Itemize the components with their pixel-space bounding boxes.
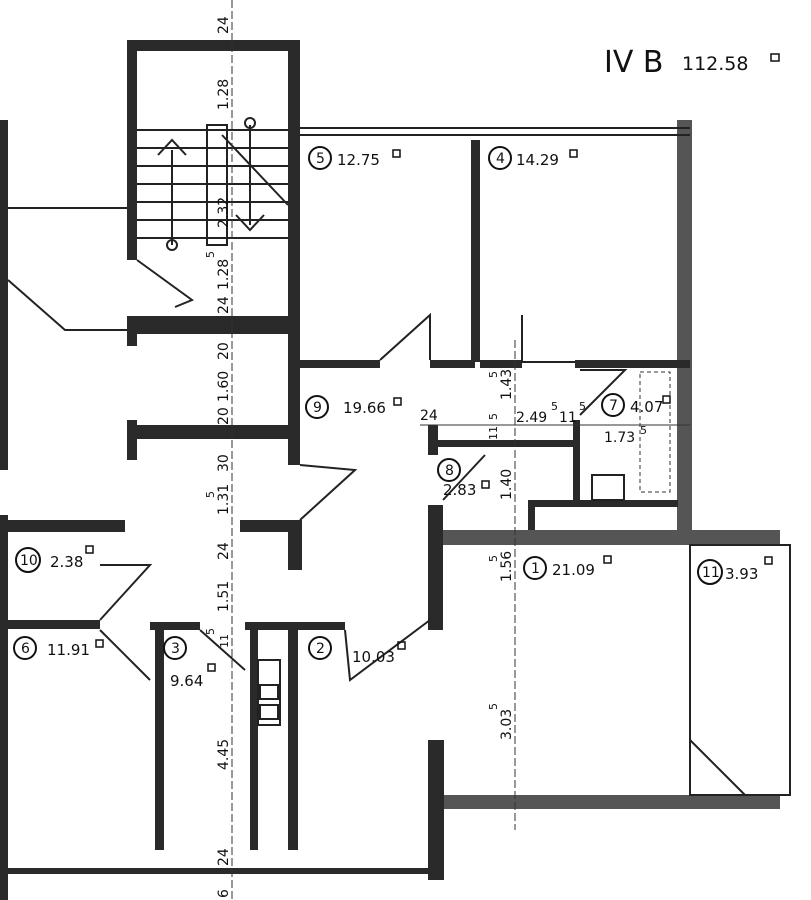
svg-text:11: 11 — [487, 426, 500, 440]
svg-text:9.64: 9.64 — [170, 672, 203, 690]
svg-text:24: 24 — [420, 408, 438, 424]
svg-text:1.73: 1.73 — [604, 430, 635, 446]
fixtures — [7, 117, 791, 796]
svg-text:2.83: 2.83 — [443, 481, 476, 499]
svg-text:4.45: 4.45 — [216, 739, 232, 770]
svg-text:5: 5 — [204, 491, 217, 498]
horizontal-dimensions: 24 2.49 5 11 5 1.73 5 — [420, 400, 647, 446]
room-3: 39.64 — [163, 636, 216, 690]
svg-text:5: 5 — [640, 424, 647, 437]
svg-text:1.56: 1.56 — [499, 551, 515, 582]
svg-text:3: 3 — [171, 641, 180, 657]
svg-text:24: 24 — [216, 848, 232, 866]
svg-text:20: 20 — [216, 342, 232, 360]
svg-text:5: 5 — [487, 371, 500, 378]
svg-text:14.29: 14.29 — [516, 151, 559, 169]
svg-text:4.07: 4.07 — [630, 398, 663, 416]
svg-text:12.75: 12.75 — [337, 151, 380, 169]
svg-text:2.49: 2.49 — [516, 410, 547, 426]
svg-text:2.32: 2.32 — [216, 197, 232, 228]
svg-text:7: 7 — [609, 398, 618, 414]
svg-text:30: 30 — [216, 454, 232, 472]
svg-text:24: 24 — [216, 296, 232, 314]
svg-text:19.66: 19.66 — [343, 399, 386, 417]
svg-text:9: 9 — [313, 400, 322, 416]
svg-text:11: 11 — [559, 410, 577, 426]
total-area: 112.58 — [682, 53, 748, 75]
svg-text:5: 5 — [551, 400, 558, 413]
svg-text:5: 5 — [316, 151, 325, 167]
svg-text:6: 6 — [216, 889, 232, 898]
svg-text:11: 11 — [702, 565, 720, 581]
svg-text:10: 10 — [20, 553, 38, 569]
dimension-lines — [231, 0, 690, 900]
svg-text:5: 5 — [487, 413, 500, 420]
walls — [0, 40, 780, 900]
svg-text:11.91: 11.91 — [47, 641, 90, 659]
stair-dimensions: 24 1.28 2.32 5 1.28 24 20 1.60 20 30 1.3… — [204, 16, 232, 898]
svg-text:1.28: 1.28 — [216, 259, 232, 290]
svg-text:20: 20 — [216, 407, 232, 425]
svg-text:3.93: 3.93 — [725, 565, 758, 583]
svg-text:1.40: 1.40 — [499, 469, 515, 500]
svg-text:1: 1 — [531, 561, 540, 577]
svg-text:1.31: 1.31 — [216, 484, 232, 515]
svg-text:8: 8 — [445, 463, 454, 479]
svg-text:1.60: 1.60 — [216, 371, 232, 402]
svg-text:5: 5 — [579, 400, 586, 413]
svg-text:5: 5 — [487, 703, 500, 710]
svg-text:3.03: 3.03 — [499, 709, 515, 740]
svg-text:11: 11 — [218, 634, 231, 648]
svg-text:4: 4 — [496, 151, 505, 167]
svg-text:5: 5 — [204, 628, 217, 635]
svg-text:1.43: 1.43 — [499, 369, 515, 400]
unit-label: IV B — [604, 45, 664, 80]
svg-text:10.03: 10.03 — [352, 648, 395, 666]
svg-text:5: 5 — [487, 555, 500, 562]
svg-text:2.38: 2.38 — [50, 553, 83, 571]
svg-text:2: 2 — [316, 641, 325, 657]
room-8: 82.83 — [437, 458, 490, 499]
svg-text:24: 24 — [216, 16, 232, 34]
center-dimensions: 1.43 5 11 5 1.40 1.56 5 3.03 5 — [487, 369, 515, 740]
stair-icon — [137, 117, 289, 251]
svg-text:5: 5 — [204, 251, 217, 258]
svg-text:24: 24 — [216, 542, 232, 560]
svg-text:6: 6 — [21, 641, 30, 657]
svg-text:1.28: 1.28 — [216, 79, 232, 110]
svg-text:21.09: 21.09 — [552, 561, 595, 579]
svg-text:1.51: 1.51 — [216, 581, 232, 612]
